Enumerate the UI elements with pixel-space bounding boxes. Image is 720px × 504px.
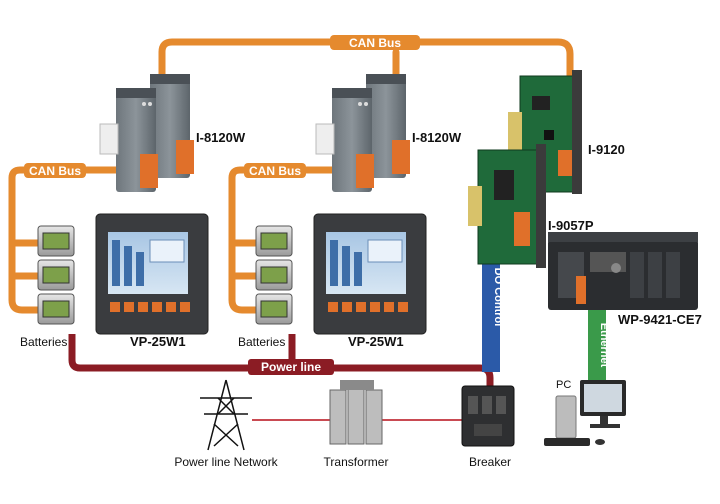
- power-line-label: Power line: [261, 360, 321, 374]
- vp25w1-left-label: VP-25W1: [130, 334, 186, 349]
- vp25w1-mid-label: VP-25W1: [348, 334, 404, 349]
- power-line-network-label: Power line Network: [174, 455, 278, 469]
- do-control-label: DO Control: [492, 268, 504, 327]
- i8120w-mid-label: I-8120W: [412, 130, 462, 145]
- breaker-label: Breaker: [469, 455, 511, 469]
- wp9421-controller: [548, 232, 698, 310]
- can-bus-left-label: CAN Bus: [29, 164, 81, 178]
- ethernet-bar: [588, 306, 606, 384]
- batteries-mid: [255, 225, 293, 325]
- vp25w1-hmi-mid: [313, 213, 427, 335]
- i8120w-module-mid: [315, 74, 410, 192]
- wp9421-label: WP-9421-CE7: [618, 312, 702, 327]
- transformer-icon: [329, 380, 383, 445]
- batteries-left: [37, 225, 75, 325]
- pc-label: PC: [556, 379, 571, 391]
- i9120-label: I-9120: [588, 142, 625, 157]
- can-bus-label-bars: [24, 35, 420, 178]
- transformer-label: Transformer: [324, 455, 389, 469]
- power-tower-icon: [200, 379, 252, 451]
- can-bus-mid-label: CAN Bus: [249, 164, 301, 178]
- i9057p-card: [468, 144, 546, 268]
- batteries-mid-label: Batteries: [238, 335, 285, 349]
- breaker-icon: [461, 385, 515, 447]
- pc-icon: [544, 380, 626, 446]
- ethernet-label: Ethernet: [598, 323, 610, 368]
- batteries-left-label: Batteries: [20, 335, 67, 349]
- power-line-label-bar: [248, 359, 334, 375]
- i9057p-label: I-9057P: [548, 218, 594, 233]
- i8120w-module-left: [99, 74, 194, 192]
- can-bus-top-label: CAN Bus: [349, 36, 401, 50]
- vp25w1-hmi-left: [95, 213, 209, 335]
- i8120w-left-label: I-8120W: [196, 130, 246, 145]
